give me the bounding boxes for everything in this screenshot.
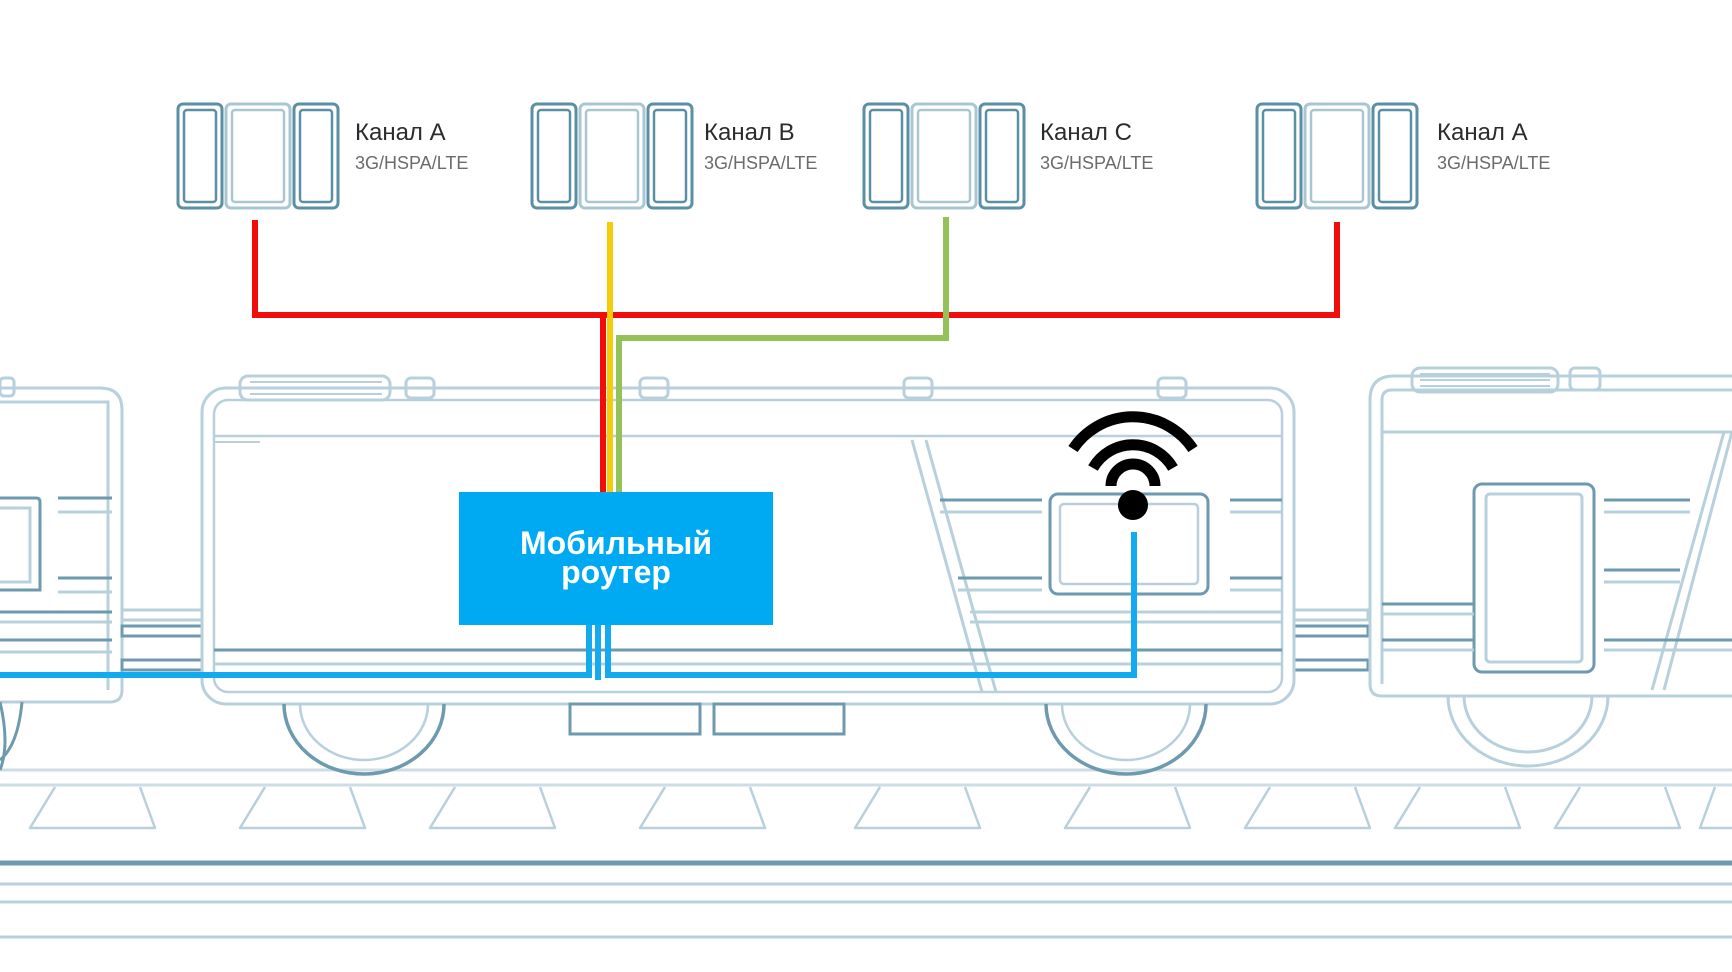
mobile-router: Мобильный роутер	[459, 492, 773, 625]
router-label-line1: Мобильный	[520, 525, 712, 561]
channel-subtitle: 3G/HSPA/LTE	[1040, 153, 1153, 173]
router-label-line2: роутер	[561, 554, 671, 590]
channel-label-3: Канал C 3G/HSPA/LTE	[1040, 119, 1153, 173]
main-railcar	[200, 374, 1296, 776]
link-blue-right	[605, 532, 1137, 678]
coupler-left	[120, 608, 204, 672]
wifi-icon	[1068, 411, 1198, 520]
channel-label-1: Канал А 3G/HSPA/LTE	[355, 119, 468, 173]
left-railcar	[0, 376, 124, 771]
channel-label-4: Канал А 3G/HSPA/LTE	[1437, 119, 1550, 173]
channel-title: Канал А	[1437, 119, 1528, 146]
modem-icon	[530, 102, 694, 210]
link-blue-left	[0, 622, 592, 678]
link-green	[616, 217, 949, 492]
channel-subtitle: 3G/HSPA/LTE	[355, 153, 468, 173]
coupler-right	[1292, 608, 1370, 672]
rail-sleepers	[28, 786, 1732, 830]
modem-icon	[1255, 102, 1419, 210]
channel-subtitle: 3G/HSPA/LTE	[1437, 153, 1550, 173]
downlink-lines	[0, 532, 1137, 680]
link-red	[252, 220, 1340, 318]
right-railcar	[1368, 366, 1732, 768]
channel-subtitle: 3G/HSPA/LTE	[704, 153, 817, 173]
channel-title: Канал B	[704, 119, 795, 146]
rail-track	[0, 768, 1732, 939]
channel-title: Канал А	[355, 119, 446, 146]
uplink-lines	[252, 217, 1340, 492]
channel-label-2: Канал B 3G/HSPA/LTE	[704, 119, 817, 173]
modem-icon	[176, 102, 340, 210]
channel-title: Канал C	[1040, 119, 1132, 146]
modem-icon	[862, 102, 1026, 210]
